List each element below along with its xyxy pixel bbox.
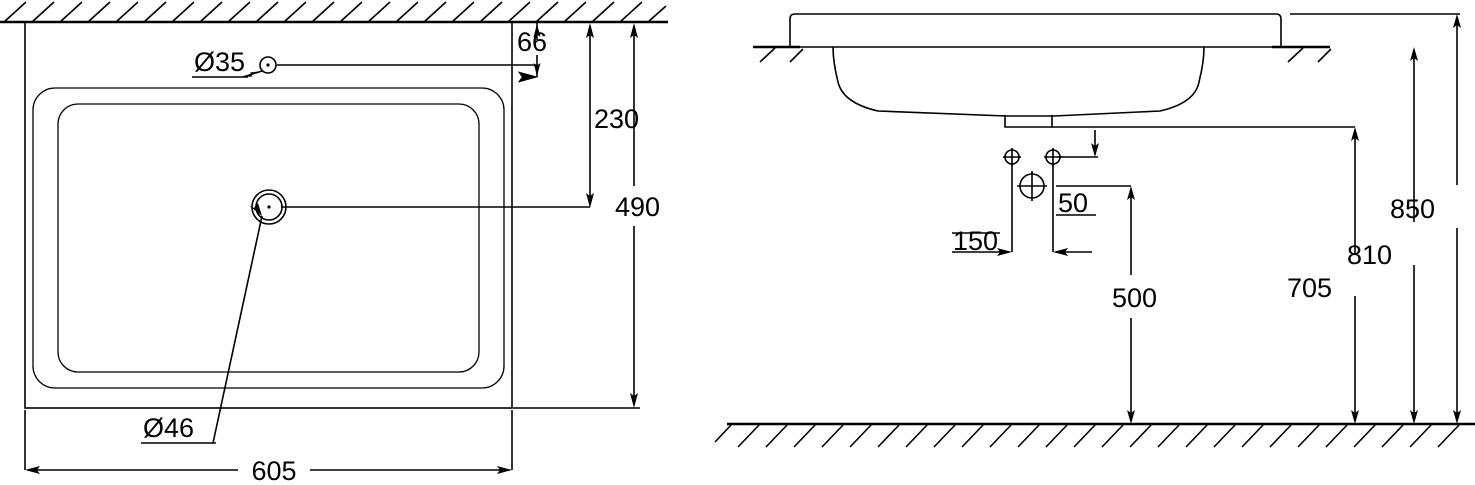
label-drain-diameter: Ø46 xyxy=(143,413,194,443)
label-dim-810: 810 xyxy=(1347,240,1392,270)
basin-outline-plan xyxy=(24,21,513,409)
label-dim-705: 705 xyxy=(1287,273,1332,303)
dimension-490 xyxy=(513,23,640,409)
basin-bowl-section xyxy=(832,46,1205,117)
leader-tap-hole xyxy=(192,64,537,78)
waste-connection-marker xyxy=(1017,171,1047,201)
dimension-850 xyxy=(1290,13,1461,424)
dimension-50 xyxy=(1052,164,1131,256)
dimension-500 xyxy=(1127,186,1135,424)
dimension-810 xyxy=(1410,47,1418,424)
label-dim-50: 50 xyxy=(1058,188,1088,218)
label-dim-230: 230 xyxy=(594,104,639,134)
basin-bowl-inner xyxy=(57,103,480,373)
supply-marker-right xyxy=(1044,148,1062,166)
counter-line-left xyxy=(753,45,804,63)
basin-rim-section xyxy=(789,13,1282,48)
dimension-150 xyxy=(952,164,1013,256)
label-dim-66: 66 xyxy=(517,27,547,57)
dimension-705 xyxy=(1351,127,1359,424)
floor-hatch-section xyxy=(714,422,1475,448)
label-tap-hole-diameter: Ø35 xyxy=(194,47,245,77)
leader-drain xyxy=(141,203,590,444)
label-dim-500: 500 xyxy=(1112,283,1157,313)
tap-hole-plan xyxy=(259,56,277,74)
basin-rim-outer xyxy=(32,87,505,389)
dimension-waste-drop xyxy=(1060,130,1099,158)
plan-view-group: Ø35 Ø46 66 230 xyxy=(0,1,668,485)
dimension-66 xyxy=(517,21,544,83)
label-dim-850: 850 xyxy=(1390,194,1435,224)
dimension-605 xyxy=(24,410,513,474)
supply-marker-left xyxy=(1003,148,1021,166)
dimension-230 xyxy=(586,23,594,208)
wall-hatch-plan xyxy=(0,1,668,24)
waste-outlet-stub xyxy=(1004,115,1053,128)
label-dim-150: 150 xyxy=(953,226,998,256)
label-dim-490: 490 xyxy=(615,192,660,222)
section-view-group: 150 50 500 705 xyxy=(714,13,1475,448)
label-dim-605: 605 xyxy=(251,456,296,485)
counter-line-right xyxy=(1272,45,1332,63)
